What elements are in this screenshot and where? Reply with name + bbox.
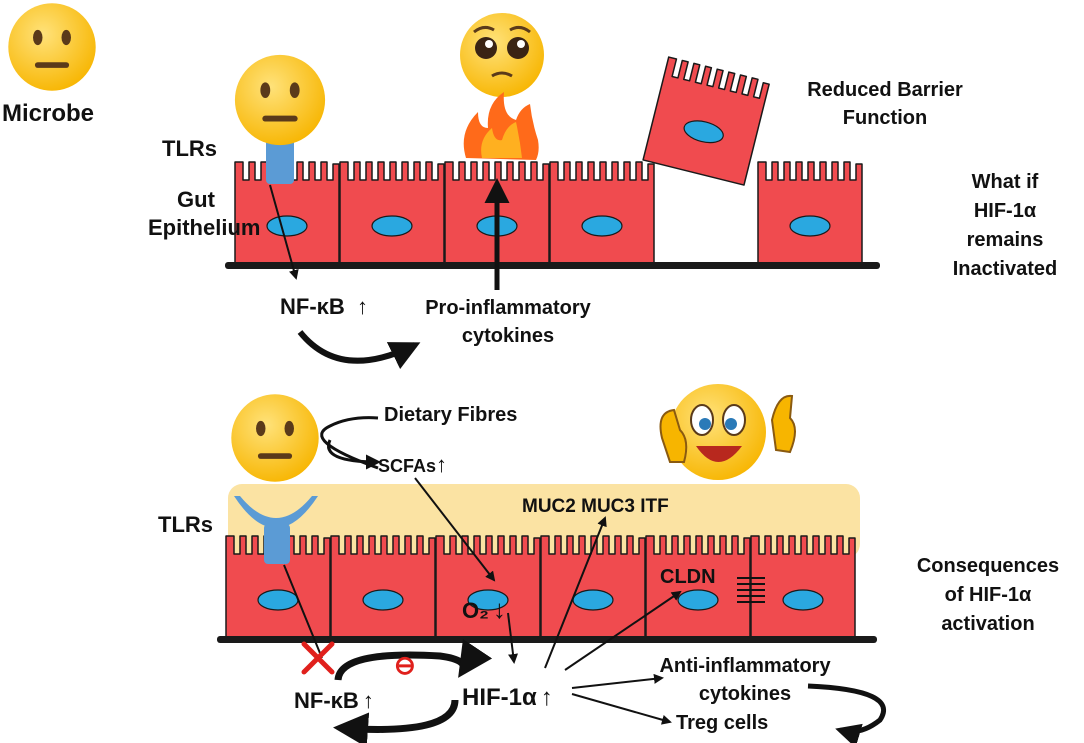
o2-down-arrow: ↓	[492, 594, 506, 624]
gut-label-line1: Gut	[177, 187, 215, 212]
what-if-label: What if HIF-1α remains Inactivated	[930, 168, 1080, 284]
o2-text: O₂	[462, 598, 489, 623]
hif-label: HIF-1α↑	[462, 684, 553, 712]
reduced-barrier-label: Reduced Barrier Function	[800, 76, 970, 132]
treg-label: Treg cells	[676, 712, 769, 734]
top-arrows	[269, 178, 510, 370]
proinflam-line2: cytokines	[461, 325, 555, 347]
top-epithelium	[225, 161, 880, 269]
detached-cell	[642, 56, 771, 186]
hif-up-arrow: ↑	[540, 684, 553, 711]
top-nfkb-label: NF-κB ↑	[280, 294, 368, 320]
top-microbe-emoji	[8, 3, 96, 91]
cldn-tight-junction-lines	[737, 577, 765, 603]
thumbs-up-smiley	[659, 384, 796, 480]
consequences-label: Consequences of HIF-1α activation	[898, 552, 1078, 639]
cldn-label: CLDN	[660, 566, 716, 588]
bottom-nfkb-text: NF-κB	[294, 688, 359, 713]
hif-text: HIF-1α	[462, 684, 537, 711]
consequence-line1: Consequences	[916, 555, 1060, 577]
proinflam-line1: Pro-inflammatory	[425, 297, 591, 319]
scfas-up-arrow: ↑	[436, 452, 448, 477]
dietary-fibres-label: Dietary Fibres	[384, 404, 518, 426]
bottom-tlr-receptor	[234, 496, 318, 564]
question-line2: HIF-1α	[973, 200, 1037, 222]
bottom-microbe-emoji	[231, 394, 319, 482]
top-nfkb-up-arrow: ↑	[356, 294, 368, 319]
barrier-line2: Function	[842, 107, 928, 129]
pleading-face-emoji	[460, 13, 544, 97]
antiinflam-line1: Anti-inflammatory	[659, 655, 831, 677]
gut-label-line2: Epithelium	[148, 215, 261, 240]
consequence-line2: of HIF-1α	[944, 584, 1032, 606]
gut-epithelium-label: Gut Epithelium	[148, 186, 261, 242]
barrier-line1: Reduced Barrier	[807, 79, 963, 101]
antiinflam-line2: cytokines	[698, 683, 792, 705]
question-line3: remains	[966, 229, 1044, 251]
bottom-epithelium	[217, 535, 877, 643]
top-bound-microbe-emoji	[234, 54, 326, 146]
top-microbe-label: Microbe	[2, 100, 95, 127]
inhibition-symbol: ⊖	[394, 650, 416, 680]
o2-label: O₂↓	[462, 594, 506, 625]
x-mark-icon	[301, 641, 335, 675]
anti-inflammatory-label: Anti-inflammatory cytokines	[640, 652, 850, 708]
pro-inflammatory-label: Pro-inflammatory cytokines	[408, 294, 608, 350]
bottom-arrows	[283, 416, 887, 743]
scfas-label: SCFAs↑	[378, 452, 447, 478]
mucins-label: MUC2 MUC3 ITF	[522, 496, 669, 517]
consequence-line3: activation	[941, 613, 1035, 635]
question-line4: Inactivated	[952, 258, 1058, 280]
scfas-text: SCFAs	[378, 456, 437, 476]
bottom-nfkb-up-arrow: ↑	[362, 688, 374, 713]
top-nfkb-text: NF-κB	[280, 294, 345, 319]
top-tlrs-label: TLRs	[162, 136, 217, 161]
question-line1: What if	[971, 171, 1039, 193]
fire-icon	[463, 92, 539, 160]
bottom-nfkb-label: NF-κB↑	[294, 688, 374, 714]
bottom-tlrs-label: TLRs	[158, 512, 213, 537]
